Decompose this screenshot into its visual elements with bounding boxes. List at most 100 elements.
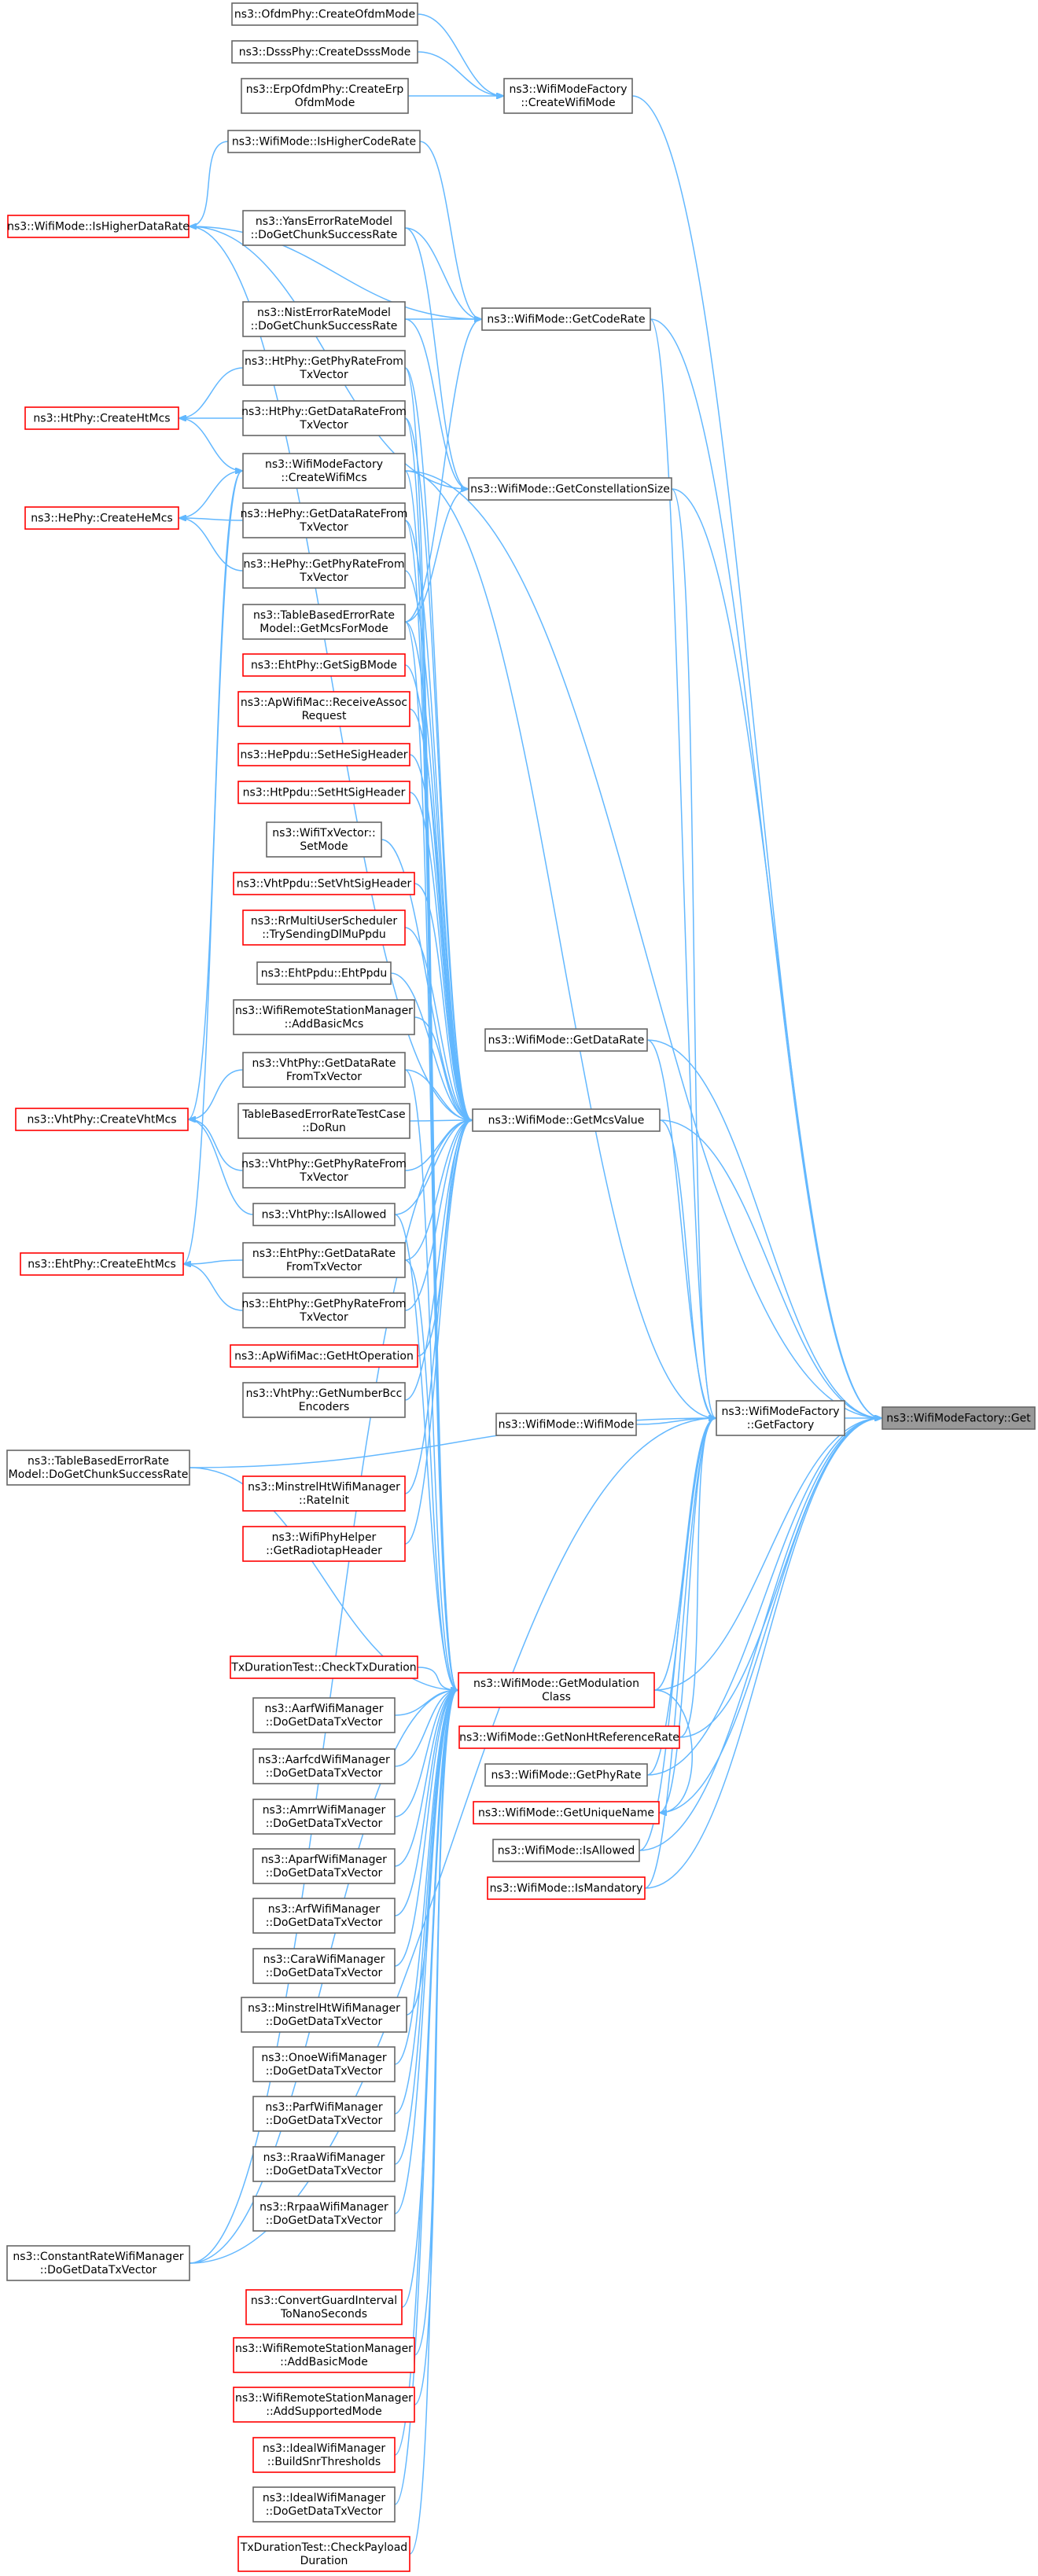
node-ns3-aarfcdwifimanager-dogetdatatxvector[interactable]: ns3::AarfcdWifiManager::DoGetDataTxVecto… xyxy=(252,1748,396,1784)
node-ns3-yanserrorratemodel-dogetchunksuccessrate[interactable]: ns3::YansErrorRateModel::DoGetChunkSucce… xyxy=(242,210,406,246)
node-label-line: Class xyxy=(542,1691,571,1703)
node-ns3-wifimodefactory-createwifimode[interactable]: ns3::WifiModeFactory::CreateWifiMode xyxy=(503,78,633,114)
edge-n55-to-n46 xyxy=(394,1690,458,1867)
node-ns3-wifitxvector-setmode[interactable]: ns3::WifiTxVector::SetMode xyxy=(266,821,382,858)
node-ns3-wifimodefactory-createwifimcs[interactable]: ns3::WifiModeFactory::CreateWifiMcs xyxy=(242,453,406,489)
node-box xyxy=(252,1948,396,1984)
node-box xyxy=(252,1697,396,1733)
node-ns3-amrrwifimanager-dogetdatatxvector[interactable]: ns3::AmrrWifiManager::DoGetDataTxVector xyxy=(252,1799,396,1835)
node-ns3-wifimode-getcoderate[interactable]: ns3::WifiMode::GetCodeRate xyxy=(481,307,651,331)
node-ns3-htppdu-sethtsigheader[interactable]: ns3::HtPpdu::SetHtSigHeader xyxy=(237,781,410,804)
edge-n26-to-n31 xyxy=(414,1016,472,1120)
node-label-line: ::DoGetDataTxVector xyxy=(266,1967,383,1979)
node-ns3-heppdu-sethesigheader[interactable]: ns3::HePpdu::SetHeSigHeader xyxy=(237,743,410,766)
edge-n7-to-n13 xyxy=(404,318,468,489)
node-ns3-onoewifimanager-dogetdatatxvector[interactable]: ns3::OnoeWifiManager::DoGetDataTxVector xyxy=(252,2046,396,2082)
node-ns3-rrpaawifimanager-dogetdatatxvector[interactable]: ns3::RrpaaWifiManager::DoGetDataTxVector xyxy=(252,2196,396,2232)
node-ns3-wifimode-ishighercoderate[interactable]: ns3::WifiMode::IsHigherCodeRate xyxy=(227,130,421,153)
node-ns3-wifimode-ismandatory[interactable]: ns3::WifiMode::IsMandatory xyxy=(487,1876,646,1900)
node-label-line: ns3::RrpaaWifiManager xyxy=(260,2201,388,2214)
node-ns3-carawifimanager-dogetdatatxvector[interactable]: ns3::CaraWifiManager::DoGetDataTxVector xyxy=(252,1948,396,1984)
node-ns3-dsssphy-createdsssmode[interactable]: ns3::DsssPhy::CreateDsssMode xyxy=(231,40,418,64)
node-ns3-wifimode-getphyrate[interactable]: ns3::WifiMode::GetPhyRate xyxy=(484,1763,648,1787)
node-ns3-minstrelhtwifimanager-dogetdatatxvector[interactable]: ns3::MinstrelHtWifiManager::DoGetDataTxV… xyxy=(241,1997,407,2033)
node-label-line: ::DoGetDataTxVector xyxy=(266,1867,383,1880)
node-ns3-wifimode-isallowed[interactable]: ns3::WifiMode::IsAllowed xyxy=(492,1839,640,1862)
edge-n30-to-n31 xyxy=(409,1120,472,1121)
node-box xyxy=(252,1848,396,1884)
node-ns3-ehtphy-createehtmcs[interactable]: ns3::EhtPhy::CreateEhtMcs xyxy=(20,1252,184,1276)
node-ns3-idealwifimanager-buildsnrthresholds[interactable]: ns3::IdealWifiManager::BuildSnrThreshold… xyxy=(252,2437,396,2473)
node-ns3-tablebasederrorratemodel-dogetchunksuccessrate[interactable]: ns3::TableBasedErrorRateModel::DoGetChun… xyxy=(6,1450,190,1486)
edge-n28-to-n29 xyxy=(189,1069,244,1119)
node-ns3-tablebasederrorratemodel-getmcsformode[interactable]: ns3::TableBasedErrorRateModel::GetMcsFor… xyxy=(242,604,406,640)
node-ns3-wifiphyhelper-getradiotapheader[interactable]: ns3::WifiPhyHelper::GetRadiotapHeader xyxy=(242,1526,406,1562)
node-label-line: ns3::HtPpdu::SetHtSigHeader xyxy=(243,787,406,799)
node-ns3-vhtppdu-setvhtsigheader[interactable]: ns3::VhtPpdu::SetVhtSigHeader xyxy=(233,872,415,895)
node-ns3-wifimode-wifimode[interactable]: ns3::WifiMode::WifiMode xyxy=(495,1413,637,1436)
node-label-line: ns3::VhtPhy::GetNumberBcc xyxy=(246,1387,403,1400)
node-txdurationtest-checktxduration[interactable]: TxDurationTest::CheckTxDuration xyxy=(230,1655,418,1679)
node-ns3-ehtppdu-ehtppdu[interactable]: ns3::EhtPpdu::EhtPpdu xyxy=(256,961,392,985)
node-ns3-arfwifimanager-dogetdatatxvector[interactable]: ns3::ArfWifiManager::DoGetDataTxVector xyxy=(252,1898,396,1934)
node-ns3-aparfwifimanager-dogetdatatxvector[interactable]: ns3::AparfWifiManager::DoGetDataTxVector xyxy=(252,1848,396,1884)
node-ns3-aarfwifimanager-dogetdatatxvector[interactable]: ns3::AarfWifiManager::DoGetDataTxVector xyxy=(252,1697,396,1733)
node-label-line: ::DoGetDataTxVector xyxy=(266,1817,383,1830)
node-ns3-hephy-createhemcs[interactable]: ns3::HePhy::CreateHeMcs xyxy=(24,506,179,530)
node-ns3-rraawifimanager-dogetdatatxvector[interactable]: ns3::RraaWifiManager::DoGetDataTxVector xyxy=(252,2146,396,2182)
node-ns3-wifiremotestationmanager-addbasicmode[interactable]: ns3::WifiRemoteStationManager::AddBasicM… xyxy=(233,2337,415,2373)
node-ns3-wifimodefactory-get[interactable]: ns3::WifiModeFactory::Get xyxy=(882,1406,1036,1430)
node-label-line: TxVector xyxy=(299,1311,348,1324)
node-label-line: ::DoGetDataTxVector xyxy=(266,1767,383,1780)
node-ns3-rrmultiuserscheduler-trysendingdlmuppdu[interactable]: ns3::RrMultiUserScheduler::TrySendingDlM… xyxy=(242,910,406,946)
node-label-line: ns3::HtPhy::GetPhyRateFrom xyxy=(245,355,403,368)
edge-n12-to-n41 xyxy=(404,470,882,1418)
node-ns3-vhtphy-isallowed[interactable]: ns3::VhtPhy::IsAllowed xyxy=(252,1203,396,1226)
node-ns3-wifimode-getuniquename[interactable]: ns3::WifiMode::GetUniqueName xyxy=(473,1801,660,1825)
node-label-line: ns3::WifiMode::IsHigherCodeRate xyxy=(232,136,416,149)
node-ns3-wifiremotestationmanager-addsupportedmode[interactable]: ns3::WifiRemoteStationManager::AddSuppor… xyxy=(233,2387,415,2423)
edge-n31-to-n40 xyxy=(659,1119,716,1418)
node-ns3-ofdmphy-createofdmmode[interactable]: ns3::OfdmPhy::CreateOfdmMode xyxy=(231,2,418,26)
node-box xyxy=(231,40,418,64)
node-ns3-wifiremotestationmanager-addbasicmcs[interactable]: ns3::WifiRemoteStationManager::AddBasicM… xyxy=(233,999,415,1035)
node-ns3-wifimode-getmcsvalue[interactable]: ns3::WifiMode::GetMcsValue xyxy=(472,1108,661,1132)
node-ns3-parfwifimanager-dogetdatatxvector[interactable]: ns3::ParfWifiManager::DoGetDataTxVector xyxy=(252,2096,396,2132)
node-box xyxy=(242,653,406,677)
node-box xyxy=(233,872,415,895)
node-ns3-nisterrorratemodel-dogetchunksuccessrate[interactable]: ns3::NistErrorRateModel::DoGetChunkSucce… xyxy=(242,301,406,337)
node-ns3-wifimode-ishigherdatarate[interactable]: ns3::WifiMode::IsHigherDataRate xyxy=(7,215,190,238)
node-box xyxy=(24,406,179,430)
node-ns3-wifimode-getnonhtreferencerate[interactable]: ns3::WifiMode::GetNonHtReferenceRate xyxy=(458,1725,680,1749)
node-ns3-wifimode-getdatarate[interactable]: ns3::WifiMode::GetDataRate xyxy=(484,1028,648,1052)
node-ns3-constantratewifimanager-dogetdatatxvector[interactable]: ns3::ConstantRateWifiManager::DoGetDataT… xyxy=(6,2245,190,2281)
node-ns3-htphy-createhtmcs[interactable]: ns3::HtPhy::CreateHtMcs xyxy=(24,406,179,430)
node-label-line: ns3::WifiMode::IsMandatory xyxy=(490,1883,643,1895)
node-ns3-vhtphy-createvhtmcs[interactable]: ns3::VhtPhy::CreateVhtMcs xyxy=(15,1108,189,1131)
node-ns3-apwifimac-gethtoperation[interactable]: ns3::ApWifiMac::GetHtOperation xyxy=(230,1344,418,1368)
node-ns3-wifimodefactory-getfactory[interactable]: ns3::WifiModeFactory::GetFactory xyxy=(716,1400,845,1436)
node-ns3-ehtphy-getsigbmode[interactable]: ns3::EhtPhy::GetSigBMode xyxy=(242,653,406,677)
node-label-line: ::AddBasicMode xyxy=(280,2356,368,2368)
node-tablebasederrorratetestcase-dorun[interactable]: TableBasedErrorRateTestCase::DoRun xyxy=(237,1103,410,1139)
node-ns3-minstrelhtwifimanager-rateinit[interactable]: ns3::MinstrelHtWifiManager::RateInit xyxy=(242,1475,406,1512)
node-box xyxy=(252,2486,396,2523)
node-ns3-idealwifimanager-dogetdatatxvector[interactable]: ns3::IdealWifiManager::DoGetDataTxVector xyxy=(252,2486,396,2523)
edge-n49-to-n46 xyxy=(394,1690,458,1767)
node-ns3-wifimode-getconstellationsize[interactable]: ns3::WifiMode::GetConstellationSize xyxy=(468,477,672,501)
node-label-line: ns3::ApWifiMac::ReceiveAssoc xyxy=(241,696,407,709)
